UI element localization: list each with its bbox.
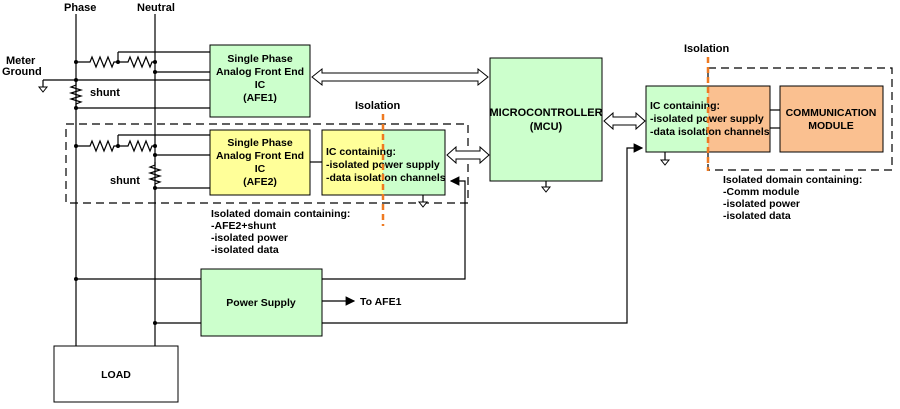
ground-symbol — [659, 159, 671, 166]
power-to-right-isoic — [322, 143, 644, 324]
svg-text:Single Phase: Single Phase — [227, 137, 293, 149]
right-domain-note-1: Isolated domain containing: — [723, 174, 862, 186]
resistor-top-2 — [118, 55, 155, 69]
left-domain-note-4: -isolated data — [211, 244, 279, 256]
svg-text:MICROCONTROLLER: MICROCONTROLLER — [489, 107, 602, 119]
svg-text:(AFE1): (AFE1) — [243, 92, 277, 104]
meter-ground-label-1: Meter — [6, 55, 36, 67]
junction — [153, 60, 157, 64]
left-isolated-domain — [65, 123, 469, 204]
junction — [74, 78, 78, 82]
afe2-block: Single Phase Analog Front End IC (AFE2) — [209, 129, 311, 196]
bus-arrow-isoic-mcu — [446, 145, 490, 165]
power-to-left-isoic — [322, 176, 466, 280]
meter-ground-label-2: Ground — [2, 66, 42, 78]
svg-text:Power Supply: Power Supply — [226, 297, 296, 309]
svg-text:LOAD: LOAD — [101, 369, 131, 381]
svg-text:MODULE: MODULE — [808, 120, 854, 132]
ground-symbol — [417, 201, 429, 208]
resistor-bottom-2 — [118, 139, 155, 153]
junction — [153, 70, 157, 74]
right-domain-note-3: -isolated power — [723, 198, 800, 210]
mcu-block: MICROCONTROLLER (MCU) — [489, 57, 603, 182]
svg-text:Single Phase: Single Phase — [227, 53, 293, 65]
svg-text:(MCU): (MCU) — [530, 121, 563, 133]
right-domain-note-2: -Comm module — [723, 186, 800, 198]
junction — [153, 321, 157, 325]
junction — [153, 153, 157, 157]
shunt-bottom-resistor — [147, 162, 163, 188]
afe1-block: Single Phase Analog Front End IC (AFE1) — [209, 44, 311, 118]
svg-text:Analog Front End: Analog Front End — [216, 66, 304, 78]
ground-symbol — [540, 186, 552, 193]
junction — [116, 144, 120, 148]
isolation-right-label: Isolation — [684, 43, 730, 55]
isolation-left-label: Isolation — [355, 100, 401, 112]
svg-text:IC: IC — [255, 79, 266, 91]
svg-text:Analog Front End: Analog Front End — [216, 150, 304, 162]
power-supply-block: Power Supply — [200, 268, 323, 337]
neutral-label: Neutral — [137, 2, 175, 14]
bus-arrow-afe1-mcu — [311, 67, 489, 87]
junction — [153, 186, 157, 190]
shunt-bottom-label: shunt — [110, 175, 140, 187]
left-domain-note-1: Isolated domain containing: — [211, 208, 350, 220]
junction — [74, 144, 78, 148]
resistor-top-1 — [76, 55, 118, 69]
junction — [153, 144, 157, 148]
phase-label: Phase — [64, 2, 96, 14]
ground-symbol — [37, 86, 49, 93]
shunt-top-resistor — [68, 82, 84, 108]
comm-module-block: COMMUNICATION MODULE — [779, 85, 884, 153]
to-afe1-label: To AFE1 — [360, 296, 402, 308]
load-block: LOAD — [53, 345, 179, 403]
svg-text:(AFE2): (AFE2) — [243, 176, 277, 188]
svg-text:IC containing:: IC containing: — [326, 146, 396, 158]
junction — [74, 277, 78, 281]
resistor-bottom-1 — [76, 139, 118, 153]
svg-text:-data isolation channels: -data isolation channels — [326, 172, 446, 184]
junction — [74, 106, 78, 110]
bus-arrow-mcu-isoic — [603, 111, 646, 131]
left-domain-note-3: -isolated power — [211, 232, 288, 244]
svg-text:-data isolation channels: -data isolation channels — [650, 126, 770, 138]
junction — [116, 60, 120, 64]
junction — [74, 60, 78, 64]
shunt-top-label: shunt — [90, 87, 120, 99]
svg-text:IC: IC — [255, 163, 266, 175]
svg-text:COMMUNICATION: COMMUNICATION — [786, 107, 877, 119]
right-domain-note-4: -isolated data — [723, 210, 791, 222]
svg-text:IC containing:: IC containing: — [650, 100, 720, 112]
left-domain-note-2: -AFE2+shunt — [211, 220, 277, 232]
